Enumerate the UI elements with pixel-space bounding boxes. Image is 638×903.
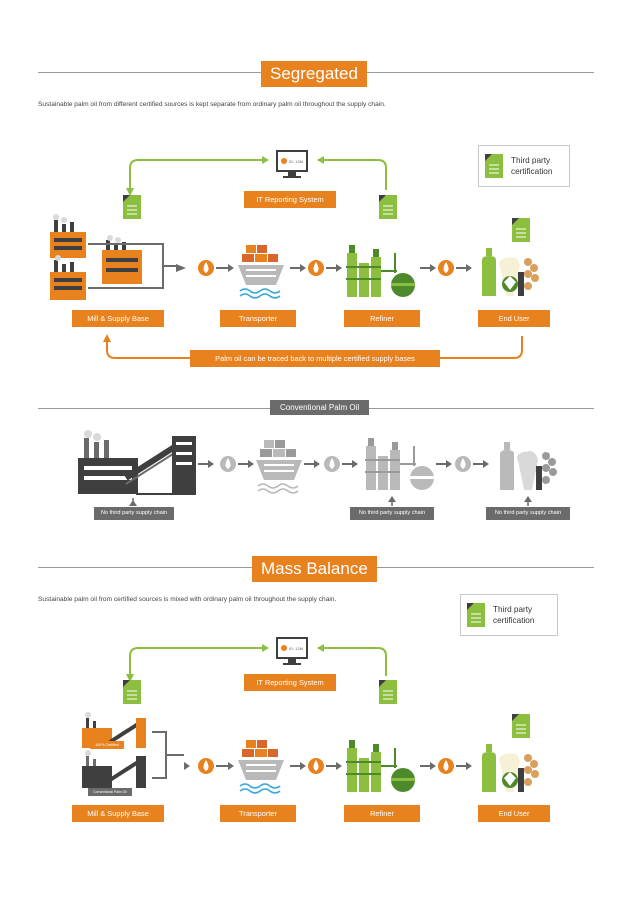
- end-user-products-icon: [500, 442, 557, 490]
- refiner-label: Refiner: [344, 805, 420, 822]
- traceability-label: Palm oil can be traced back to multiple …: [190, 350, 440, 367]
- no-supply-chain-label: No third party supply chain: [486, 507, 570, 520]
- refinery-icon: [365, 438, 434, 490]
- certificate-icon: [485, 154, 503, 178]
- end-user-products-icon: [482, 248, 539, 296]
- transporter-label: Transporter: [220, 805, 296, 822]
- mass-balance-flow: [184, 758, 472, 774]
- conventional-factory-icon: [78, 430, 196, 495]
- mass-balance-subtitle: Sustainable palm oil from certified sour…: [38, 596, 337, 603]
- conventional-flow: [198, 456, 489, 472]
- segregated-subtitle: Sustainable palm oil from different cert…: [38, 101, 386, 108]
- transporter-label: Transporter: [220, 310, 296, 327]
- certificate-icon: [512, 218, 530, 242]
- mill-factories-icon: [50, 214, 176, 300]
- certificate-icon: [123, 680, 141, 704]
- no-supply-chain-label: No third party supply chain: [94, 507, 174, 520]
- certified-tag: 100% Certified: [90, 741, 124, 749]
- end-user-label: End User: [478, 310, 550, 327]
- mixed-mill-factories-icon: [82, 712, 184, 788]
- conventional-tag: Conventional Palm Oil: [88, 788, 132, 796]
- mill-supply-base-label: Mill & Supply Base: [72, 805, 164, 822]
- certificate-icon: [123, 195, 141, 219]
- mass-balance-title: Mass Balance: [252, 556, 377, 582]
- refinery-icon: [346, 245, 415, 297]
- monitor-icon: ID: 12M: [276, 637, 308, 665]
- ship-icon: [238, 245, 284, 299]
- monitor-id: ID: 12M: [289, 159, 303, 164]
- mill-supply-base-label: Mill & Supply Base: [72, 310, 164, 327]
- no-supply-chain-label: No third party supply chain: [350, 507, 434, 520]
- third-party-label: Third party certification: [511, 156, 553, 176]
- third-party-certification-box: Third party certification: [478, 145, 570, 187]
- it-reporting-label: IT Reporting System: [244, 674, 336, 691]
- refinery-icon: [346, 740, 415, 792]
- conventional-title: Conventional Palm Oil: [270, 400, 370, 415]
- monitor-icon: ID: 12M: [276, 150, 308, 178]
- segregated-flow: [176, 260, 472, 276]
- segregated-title: Segregated: [261, 61, 367, 87]
- certificate-icon: [379, 680, 397, 704]
- certificate-icon: [467, 603, 485, 627]
- end-user-products-icon: [482, 744, 539, 792]
- monitor-id: ID: 12M: [289, 646, 303, 651]
- certificate-icon: [512, 714, 530, 738]
- ship-icon: [238, 740, 284, 794]
- it-reporting-label: IT Reporting System: [244, 191, 336, 208]
- refiner-label: Refiner: [344, 310, 420, 327]
- end-user-label: End User: [478, 805, 550, 822]
- certificate-icon: [379, 195, 397, 219]
- ship-icon: [256, 440, 302, 494]
- third-party-label: Third party certification: [493, 605, 535, 625]
- third-party-certification-box: Third party certification: [460, 594, 558, 636]
